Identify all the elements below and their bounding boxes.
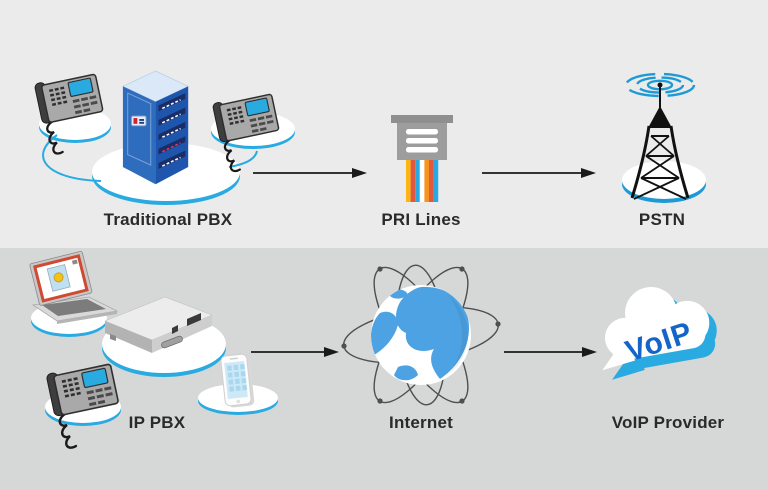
- internet-globe-icon: [341, 264, 501, 406]
- voip-cloud-icon: VoIP: [602, 286, 717, 380]
- cloud-body: [602, 286, 710, 371]
- pri-wires: [406, 160, 439, 202]
- server-badge: [131, 115, 147, 127]
- traditional-pbx-label: Traditional PBX: [103, 210, 233, 229]
- pstn-tower-icon: [622, 72, 706, 203]
- orbit-nodes: [341, 266, 501, 404]
- pri-lines-label: PRI Lines: [381, 210, 461, 229]
- ip-pbx-label: IP PBX: [128, 413, 186, 432]
- server-rack-icon: [122, 70, 190, 185]
- smartphone-icon: [220, 353, 255, 408]
- ip-pbx-icon: [29, 251, 278, 449]
- lattice-tower: [630, 85, 690, 200]
- traditional-pbx-icon: [33, 70, 295, 205]
- internet-label: Internet: [389, 413, 453, 432]
- flow-arrow-traditional-to-pri: [253, 168, 367, 178]
- pri-lines-icon: [391, 115, 453, 202]
- globe: [371, 285, 471, 385]
- flow-arrow-pri-to-pstn: [482, 168, 596, 178]
- ip-pbx-appliance: [104, 296, 213, 353]
- flow-arrow-ippbx-to-internet: [251, 347, 339, 357]
- desk-phone-icon: [44, 359, 120, 449]
- flow-arrow-internet-to-voip: [504, 347, 597, 357]
- voip-provider-label: VoIP Provider: [611, 413, 725, 432]
- laptop-icon: [29, 251, 119, 324]
- pstn-label: PSTN: [638, 210, 686, 229]
